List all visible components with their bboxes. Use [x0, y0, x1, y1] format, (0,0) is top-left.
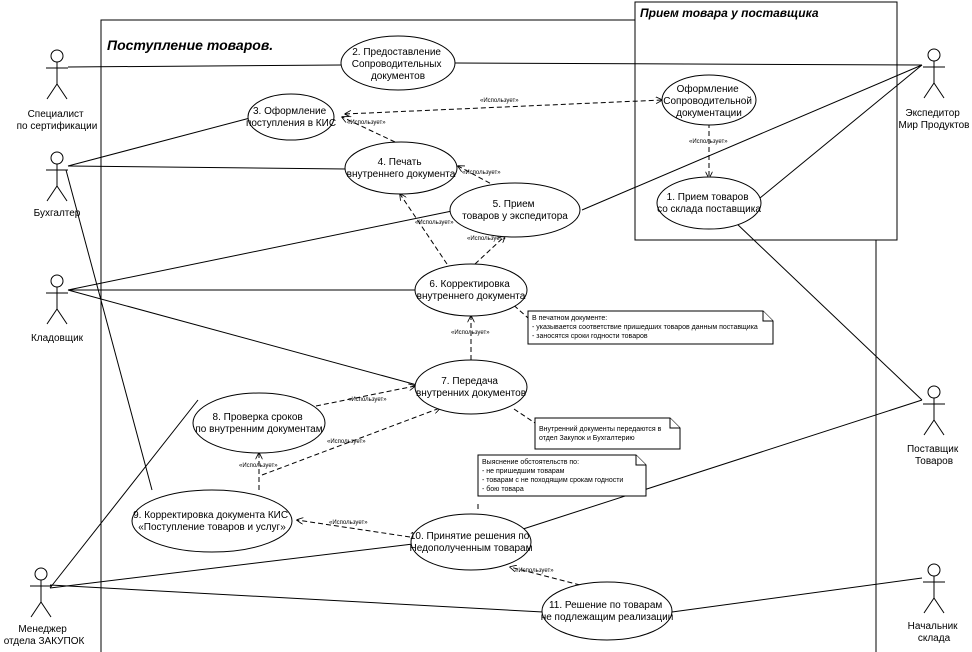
- assoc-certification-uc2: [67, 64, 342, 68]
- assoc-accountant-uc3: [67, 117, 251, 167]
- note-printed-document-text: В печатном документе: - указывается соот…: [532, 315, 760, 340]
- assoc-uc1-forwarder: [759, 64, 923, 199]
- use-case-7-label: 7. Передача внутренних документов: [416, 376, 526, 399]
- stick-figure-icon: [46, 274, 68, 325]
- use-case-3-label: 3. Оформление поступления в КИС: [246, 105, 336, 129]
- use-case-6-label: 6. Корректировка внутреннего документа: [417, 279, 526, 302]
- use-case-11-label: 11. Решение по товарам не подлежащим реа…: [541, 600, 674, 623]
- actor-supplier-label: Поставщик Товаров: [907, 444, 961, 467]
- assoc-manager-uc11: [49, 584, 544, 613]
- actor-accountant[interactable]: Бухгалтер: [34, 151, 81, 219]
- use-case-9[interactable]: 9. Корректировка документа КИС «Поступле…: [131, 489, 293, 553]
- note-printed-document: В печатном документе: - указывается соот…: [527, 310, 774, 345]
- actor-manager-label: Менеджер отдела ЗАКУПОК: [4, 624, 85, 647]
- assoc-uc2-forwarder: [454, 62, 923, 66]
- dep-label: «Использует»: [480, 98, 519, 104]
- actor-supplier[interactable]: Поставщик Товаров: [907, 385, 961, 467]
- use-case-4-label: 4. Печать внутреннего документа: [347, 157, 456, 180]
- dep-uc8-uc7: «Использует»: [315, 386, 415, 407]
- dependencies: «Использует» «Использует» «Использует» «…: [239, 98, 728, 586]
- use-case-10[interactable]: 10. Принятие решения по Недополученным т…: [410, 513, 533, 571]
- assoc-uc1-supplier: [734, 221, 923, 401]
- use-case-1-label: 1. Прием товаров со склада поставщика: [657, 192, 761, 215]
- stick-figure-icon: [923, 563, 945, 614]
- system-title-supplier: Прием товара у поставщика: [640, 6, 819, 20]
- assoc-accountant-uc9: [65, 169, 153, 491]
- assoc-uc5-forwarder: [581, 64, 923, 211]
- dep-uc9-uc8: «Использует»: [239, 453, 278, 490]
- assoc-storekeeper-uc5: [67, 210, 453, 291]
- use-case-2-label: 2. Предоставление Сопроводительных докум…: [352, 47, 445, 82]
- use-case-10-label: 10. Принятие решения по Недополученным т…: [410, 531, 533, 554]
- note-circumstances: Выяснение обстоятельств по: - не пришедш…: [477, 454, 647, 497]
- dep-label: «Использует»: [515, 568, 554, 574]
- actor-storekeeper-label: Кладовщик: [31, 333, 84, 344]
- dep-uc3-uc-doc: «Использует»: [345, 98, 662, 114]
- note-internal-documents-text: Внутренний документы передаются в отдел …: [539, 425, 663, 442]
- actor-warehouse-head-label: Начальник склада: [908, 621, 961, 644]
- use-case-4[interactable]: 4. Печать внутреннего документа: [344, 141, 458, 195]
- dep-label: «Использует»: [415, 220, 454, 226]
- dep-uc10-uc9: «Использует»: [297, 520, 411, 538]
- dep-uc11-uc10: «Использует»: [510, 567, 581, 586]
- assoc-uc10-supplier: [519, 399, 923, 531]
- use-case-5[interactable]: 5. Прием товаров у экспедитора: [449, 182, 581, 238]
- dep-uc5-uc4: «Использует»: [458, 166, 501, 188]
- dep-label: «Использует»: [327, 439, 366, 445]
- actor-forwarder-label: Экспедитор Мир Продуктов: [898, 108, 969, 131]
- note-internal-documents: Внутренний документы передаются в отдел …: [534, 417, 681, 450]
- system-title-main: Поступление товаров.: [107, 37, 273, 53]
- dep-label: «Использует»: [329, 520, 368, 526]
- stick-figure-icon: [923, 48, 945, 99]
- associations: [49, 62, 923, 613]
- use-case-7[interactable]: 7. Передача внутренних документов: [414, 359, 528, 415]
- use-case-doc[interactable]: Оформление Сопроводительной документации: [661, 74, 757, 126]
- actor-storekeeper[interactable]: Кладовщик: [31, 274, 84, 344]
- use-case-5-label: 5. Прием товаров у экспедитора: [462, 199, 568, 222]
- dep-label: «Использует»: [239, 463, 278, 469]
- dep-uc9-uc7: «Использует»: [261, 408, 440, 476]
- assoc-storekeeper-uc7: [67, 289, 418, 386]
- stick-figure-icon: [30, 567, 52, 618]
- use-case-8-label: 8. Проверка сроков по внутренним докумен…: [195, 412, 322, 435]
- note-circumstances-text: Выяснение обстоятельств по: - не пришедш…: [482, 458, 625, 493]
- use-case-2[interactable]: 2. Предоставление Сопроводительных докум…: [340, 35, 456, 91]
- dep-uc6-uc4: «Использует»: [400, 194, 454, 265]
- dep-label: «Использует»: [462, 170, 501, 176]
- actor-certification-label: Специалист по сертификации: [17, 109, 98, 132]
- dep-label: «Использует»: [348, 397, 387, 403]
- actor-certification[interactable]: Специалист по сертификации: [17, 49, 98, 132]
- dep-uc7-uc6: «Использует»: [451, 316, 490, 360]
- stick-figure-icon: [46, 151, 68, 202]
- actor-manager[interactable]: Менеджер отдела ЗАКУПОК: [4, 567, 85, 647]
- actor-accountant-label: Бухгалтер: [34, 208, 81, 219]
- use-case-1[interactable]: 1. Прием товаров со склада поставщика: [656, 176, 762, 230]
- stick-figure-icon: [923, 385, 945, 436]
- use-case-doc-label: Оформление Сопроводительной документации: [663, 83, 754, 119]
- actor-warehouse-head[interactable]: Начальник склада: [908, 563, 961, 644]
- assoc-manager-uc8: [49, 399, 199, 589]
- use-case-3[interactable]: 3. Оформление поступления в КИС: [246, 93, 336, 141]
- use-case-9-label: 9. Корректировка документа КИС «Поступле…: [133, 510, 291, 533]
- use-case-8[interactable]: 8. Проверка сроков по внутренним докумен…: [192, 392, 326, 454]
- dep-uc6-uc5: «Использует»: [467, 236, 506, 265]
- dep-label: «Использует»: [451, 330, 490, 336]
- stick-figure-icon: [46, 49, 68, 100]
- dep-label: «Использует»: [347, 120, 386, 126]
- assoc-manager-uc10: [49, 543, 414, 589]
- dep-uc4-uc3: «Использует»: [342, 117, 396, 143]
- dep-uc-doc-uc1: «Использует»: [689, 123, 728, 178]
- dep-label: «Использует»: [689, 139, 728, 145]
- use-case-11[interactable]: 11. Решение по товарам не подлежащим реа…: [541, 581, 674, 641]
- dep-label: «Использует»: [467, 236, 506, 242]
- use-case-6[interactable]: 6. Корректировка внутреннего документа: [414, 263, 528, 317]
- assoc-accountant-uc4: [67, 165, 347, 170]
- actor-forwarder[interactable]: Экспедитор Мир Продуктов: [898, 48, 970, 131]
- assoc-uc11-warehouse-head: [671, 577, 923, 613]
